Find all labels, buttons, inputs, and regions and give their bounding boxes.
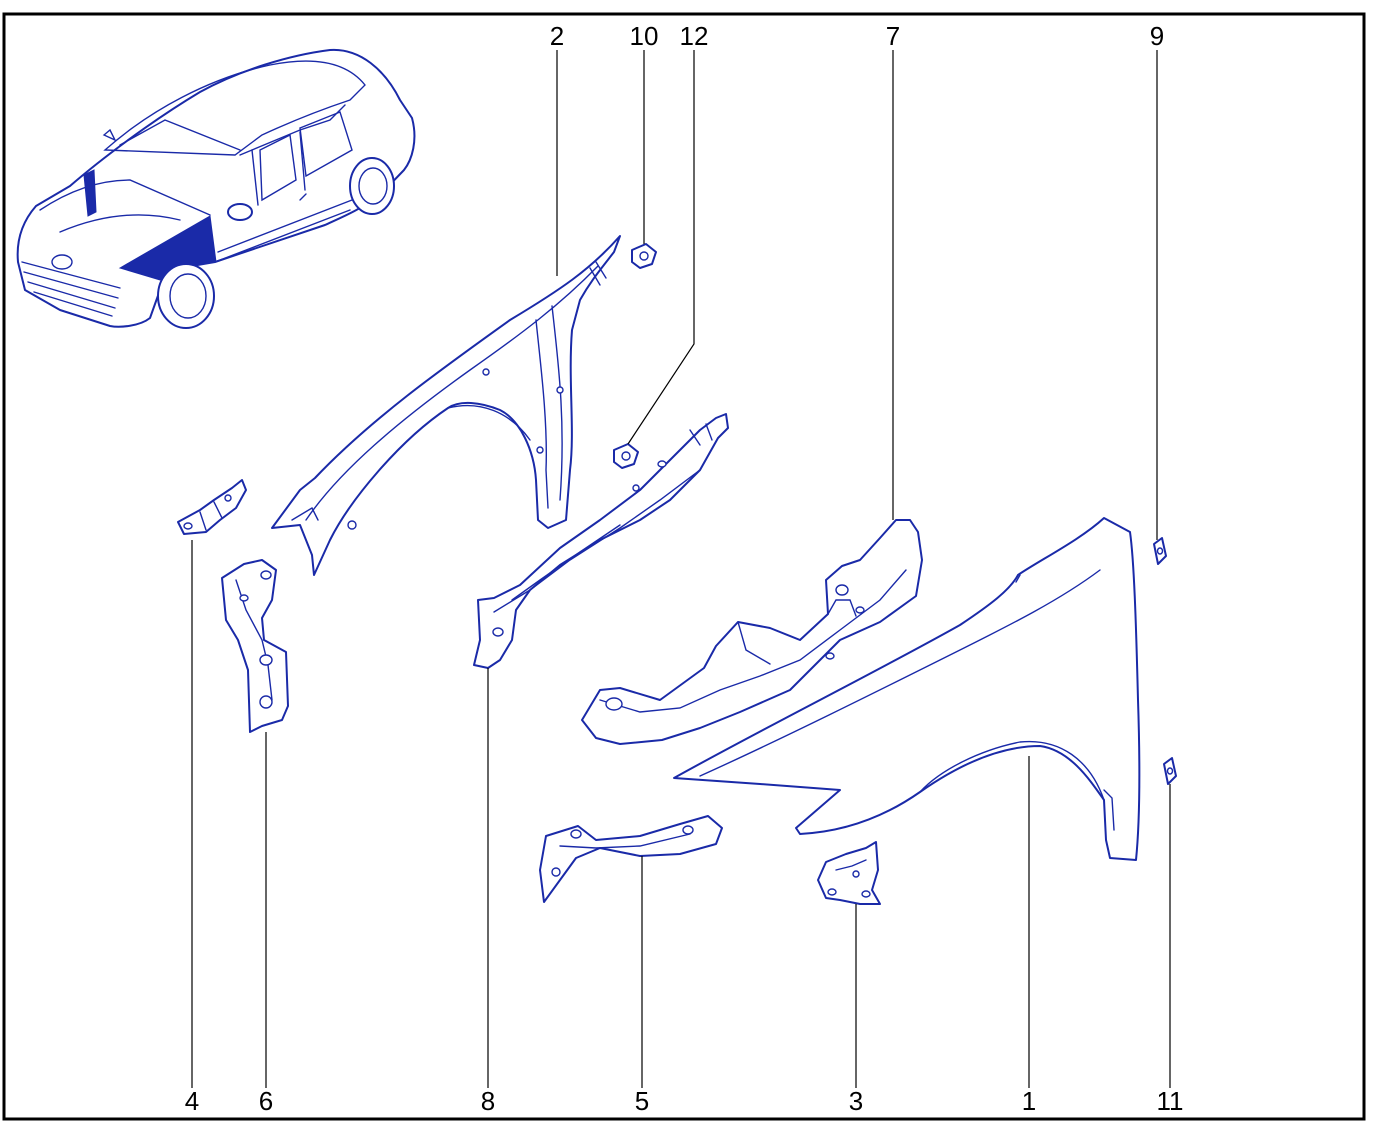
part-3-lower-hinge-bracket (817, 841, 881, 905)
callout-12: 12 (680, 21, 709, 51)
callout-10: 10 (630, 21, 659, 51)
part-4-hinge-bracket (177, 479, 247, 535)
callout-6: 6 (259, 1086, 273, 1116)
callout-5: 5 (635, 1086, 649, 1116)
part-11-clip (1163, 757, 1177, 785)
part-6-vertical-bracket (221, 559, 289, 733)
leader-12 (627, 50, 695, 445)
part-8-upper-rail (473, 413, 729, 669)
part-9-clip (1153, 537, 1167, 565)
callout-2: 2 (550, 21, 564, 51)
callout-9: 9 (1150, 21, 1164, 51)
callout-11: 11 (1157, 1086, 1184, 1116)
part-7-lower-rail (581, 519, 923, 745)
leader-lines (191, 50, 1171, 1088)
part-2-inner-fender-panel (271, 235, 621, 576)
callout-8: 8 (481, 1086, 495, 1116)
callout-labels: 2 10 12 7 9 4 6 8 5 3 1 11 (185, 21, 1184, 1116)
callout-7: 7 (886, 21, 900, 51)
callout-4: 4 (185, 1086, 199, 1116)
part-5-lower-bracket (539, 815, 723, 903)
callout-1: 1 (1022, 1086, 1036, 1116)
part-1-front-fender (673, 517, 1141, 861)
callout-3: 3 (849, 1086, 863, 1116)
part-10-clip (631, 243, 657, 269)
car-overview-illustration (16, 48, 416, 329)
